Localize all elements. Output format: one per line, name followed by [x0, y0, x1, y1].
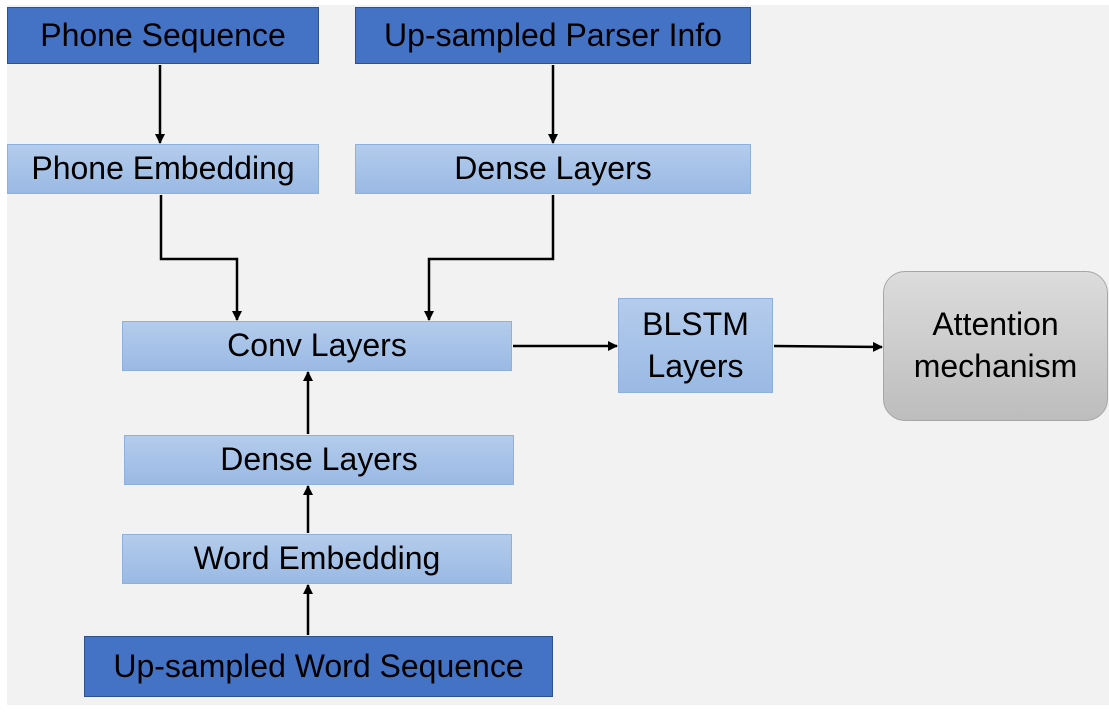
blstm-layers-node: BLSTM Layers — [618, 298, 773, 393]
parser-info-node: Up-sampled Parser Info — [355, 7, 751, 64]
phone-sequence-node: Phone Sequence — [7, 7, 319, 64]
dense-layers-bottom-label: Dense Layers — [220, 441, 418, 478]
dense-layers-top-node: Dense Layers — [355, 144, 751, 194]
arrow-blstm-to-attention — [773, 341, 883, 352]
arrow-dense-top-to-conv — [424, 195, 555, 321]
word-sequence-node: Up-sampled Word Sequence — [84, 636, 553, 697]
dense-layers-top-label: Dense Layers — [454, 150, 652, 187]
phone-embedding-node: Phone Embedding — [7, 144, 319, 194]
arrow-phone-embedding-to-conv — [159, 195, 242, 321]
conv-layers-node: Conv Layers — [122, 321, 512, 371]
phone-embedding-label: Phone Embedding — [31, 150, 295, 187]
word-embedding-node: Word Embedding — [122, 534, 512, 584]
attention-mechanism-node: Attention mechanism — [883, 271, 1108, 421]
dense-layers-bottom-node: Dense Layers — [124, 435, 514, 485]
blstm-layers-label: BLSTM Layers — [642, 305, 749, 384]
word-sequence-label: Up-sampled Word Sequence — [113, 647, 524, 684]
word-embedding-label: Word Embedding — [193, 540, 441, 577]
attention-mechanism-label: Attention mechanism — [913, 306, 1078, 384]
conv-layers-label: Conv Layers — [227, 327, 407, 364]
parser-info-label: Up-sampled Parser Info — [384, 16, 722, 53]
phone-sequence-label: Phone Sequence — [40, 16, 286, 53]
